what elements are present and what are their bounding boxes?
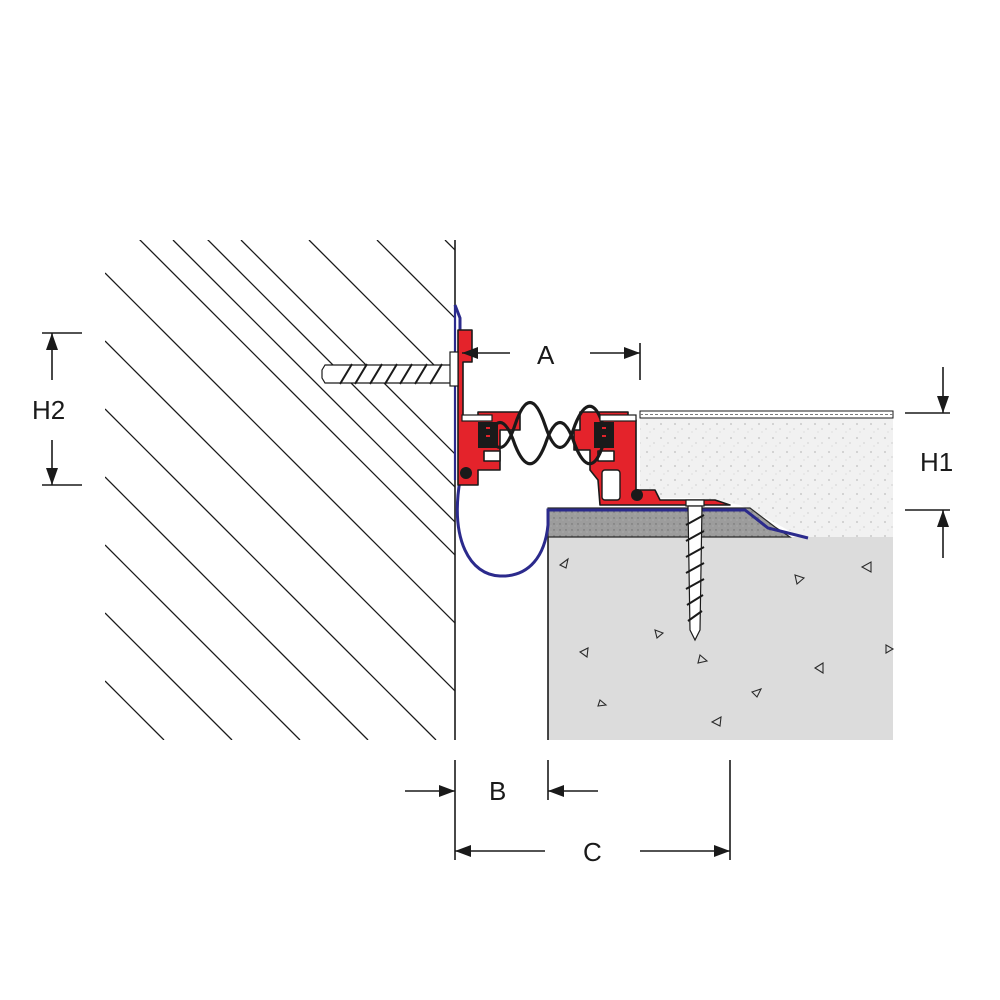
floor-finish [639, 410, 894, 537]
label-h2: H2 [32, 395, 65, 425]
bedding-layer [547, 507, 792, 538]
membrane-loop [453, 304, 809, 578]
cover-plates [461, 414, 637, 422]
dimension-b: B [405, 760, 598, 860]
hatched-wall [105, 240, 456, 740]
floor-screw [685, 499, 705, 642]
label-h1: H1 [920, 447, 953, 477]
seal-dots [460, 467, 643, 501]
wall-anchor [321, 351, 459, 387]
elastomer-insert [478, 401, 614, 466]
concrete-slab [547, 537, 895, 740]
dimension-h2: H2 [32, 332, 82, 486]
dimension-c: C [455, 760, 731, 867]
dimension-h1: H1 [905, 367, 953, 558]
dimension-a: A [462, 340, 641, 380]
label-c: C [583, 837, 602, 867]
label-a: A [537, 340, 555, 370]
label-b: B [489, 776, 506, 806]
aggregate-marks [558, 557, 895, 727]
